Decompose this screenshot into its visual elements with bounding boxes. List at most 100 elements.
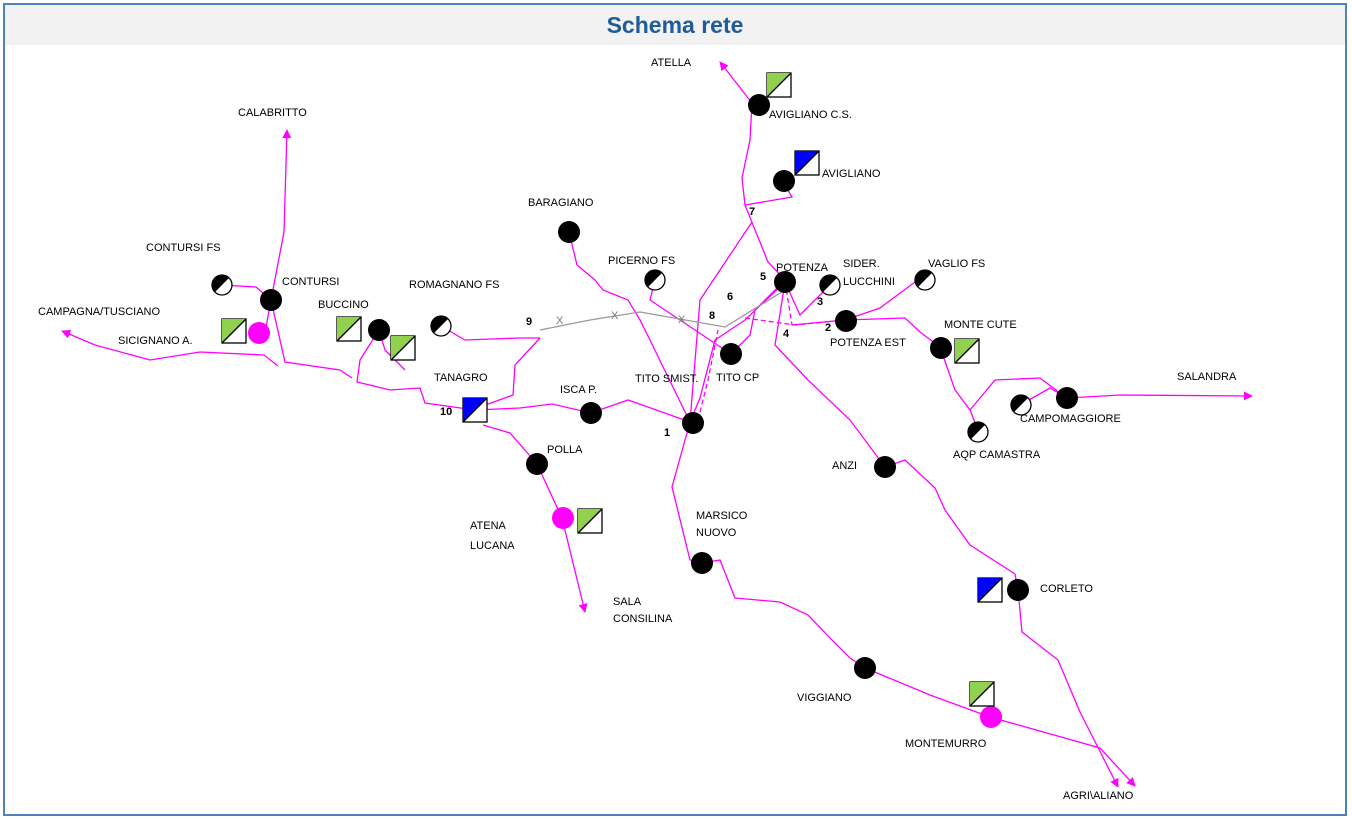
label-tito-cp: TITO CP xyxy=(716,372,759,384)
half-circle-vaglio-fs[interactable] xyxy=(914,269,936,291)
node-sicignano[interactable] xyxy=(248,322,270,344)
gray-mark-x2: X xyxy=(611,310,619,322)
pink-node-group xyxy=(248,322,1002,728)
label-polla: POLLA xyxy=(547,444,583,456)
line-potenza-anzi xyxy=(774,281,886,468)
green-square-group xyxy=(221,72,995,707)
half-circle-group xyxy=(211,269,1032,443)
half-circle-picerno-fs[interactable] xyxy=(644,269,666,291)
node-potenza-est[interactable] xyxy=(835,310,857,332)
label-sala-2: CONSILINA xyxy=(613,613,673,625)
gen-square-atena[interactable] xyxy=(577,508,603,534)
diagram-frame: Schema rete xyxy=(3,3,1347,816)
label-atella: ATELLA xyxy=(651,57,692,69)
label-picerno-fs: PICERNO FS xyxy=(608,255,675,267)
label-group: ATELLA AVIGLIANO C.S. AVIGLIANO CALABRIT… xyxy=(38,57,1237,802)
node-isca[interactable] xyxy=(580,402,602,424)
line-group xyxy=(61,61,1253,788)
label-tanagro: TANAGRO xyxy=(434,372,488,384)
number-8: 8 xyxy=(709,310,715,322)
title-bar: Schema rete xyxy=(5,5,1345,45)
label-potenza: POTENZA xyxy=(776,262,829,274)
number-2: 2 xyxy=(825,322,831,334)
label-sala-1: SALA xyxy=(613,596,642,608)
line-picerno xyxy=(649,279,732,355)
line-atella xyxy=(719,61,753,104)
label-sider-2: LUCCHINI xyxy=(843,276,895,288)
line-tito-smist-7 xyxy=(689,221,753,423)
blue-square-corleto[interactable] xyxy=(977,577,1003,603)
node-anzi[interactable] xyxy=(874,456,896,478)
label-vaglio-fs: VAGLIO FS xyxy=(928,258,985,270)
gen-square-buccino-2[interactable] xyxy=(390,335,416,361)
node-potenza[interactable] xyxy=(774,271,796,293)
label-aqp-camastra: AQP CAMASTRA xyxy=(953,449,1041,461)
line-agri xyxy=(989,716,1136,787)
node-avigliano-cs[interactable] xyxy=(748,94,770,116)
label-montemurro: MONTEMURRO xyxy=(905,738,987,750)
number-1: 1 xyxy=(664,427,670,439)
label-campomaggiore: CAMPOMAGGIORE xyxy=(1020,413,1121,425)
gen-square-avigliano-cs[interactable] xyxy=(766,72,792,98)
half-circle-aqp-camastra[interactable] xyxy=(967,421,989,443)
number-5: 5 xyxy=(760,271,766,283)
label-contursi: CONTURSI xyxy=(282,276,339,288)
blue-square-avigliano[interactable] xyxy=(794,150,820,176)
line-tito-8-dash xyxy=(697,329,719,421)
gen-square-buccino-1[interactable] xyxy=(336,316,362,342)
line-viggiano-montemurro xyxy=(864,667,991,718)
node-avigliano[interactable] xyxy=(773,170,795,192)
line-potenza-est-montecute xyxy=(844,317,941,348)
label-salandra: SALANDRA xyxy=(1177,371,1237,383)
line-salandra xyxy=(1066,391,1253,401)
gray-mark-x3: X xyxy=(678,314,686,326)
line-tanagro-polla xyxy=(482,424,538,465)
node-campomaggiore[interactable] xyxy=(1056,387,1078,409)
label-sicignano: SICIGNANO A. xyxy=(118,335,193,347)
gen-square-sicignano[interactable] xyxy=(221,318,247,344)
half-circle-sider-lucchini[interactable] xyxy=(819,274,841,296)
label-isca: ISCA P. xyxy=(560,384,597,396)
node-buccino[interactable] xyxy=(368,319,390,341)
line-buccino xyxy=(356,329,476,411)
node-contursi[interactable] xyxy=(260,289,282,311)
node-corleto[interactable] xyxy=(1007,579,1029,601)
number-3: 3 xyxy=(817,296,823,308)
node-montemurro[interactable] xyxy=(980,706,1002,728)
node-monte-cute[interactable] xyxy=(930,337,952,359)
line-calabritto xyxy=(270,129,292,301)
line-tito-marsico xyxy=(671,421,703,564)
line-romagnano xyxy=(440,325,540,341)
node-polla[interactable] xyxy=(526,453,548,475)
gray-mark-x1: X xyxy=(556,315,564,327)
line-marsico-viggiano xyxy=(701,559,866,669)
node-viggiano[interactable] xyxy=(854,657,876,679)
blue-square-tanagro[interactable] xyxy=(462,397,488,423)
label-avigliano-cs: AVIGLIANO C.S. xyxy=(769,109,852,121)
number-7: 7 xyxy=(749,206,755,218)
gen-square-monte-cute[interactable] xyxy=(954,338,980,364)
label-anzi: ANZI xyxy=(832,460,857,472)
line-titocp-potenza xyxy=(730,279,786,355)
line-contursi-down xyxy=(270,299,353,379)
node-baragiano[interactable] xyxy=(558,221,580,243)
number-10: 10 xyxy=(440,406,452,418)
number-group: 1 2 3 4 5 6 7 8 9 10 xyxy=(440,206,831,439)
label-calabritto: CALABRITTO xyxy=(238,107,307,119)
line-gray-9-6 xyxy=(539,289,786,331)
label-monte-cute: MONTE CUTE xyxy=(944,319,1017,331)
label-marsico-2: NUOVO xyxy=(696,527,737,539)
gen-square-montemurro[interactable] xyxy=(969,681,995,707)
half-circle-romagnano-fs[interactable] xyxy=(430,315,452,337)
half-circle-contursi-fs[interactable] xyxy=(211,274,233,296)
number-9: 9 xyxy=(526,316,532,328)
node-tito-smist[interactable] xyxy=(682,412,704,434)
node-atena[interactable] xyxy=(552,507,574,529)
label-tito-smist: TITO SMIST. xyxy=(635,373,698,385)
node-marsico[interactable] xyxy=(691,552,713,574)
half-circle-campomaggiore[interactable] xyxy=(1010,394,1032,416)
line-potenza-dash xyxy=(784,281,793,326)
node-tito-cp[interactable] xyxy=(720,343,742,365)
label-marsico-1: MARSICO xyxy=(696,510,748,522)
